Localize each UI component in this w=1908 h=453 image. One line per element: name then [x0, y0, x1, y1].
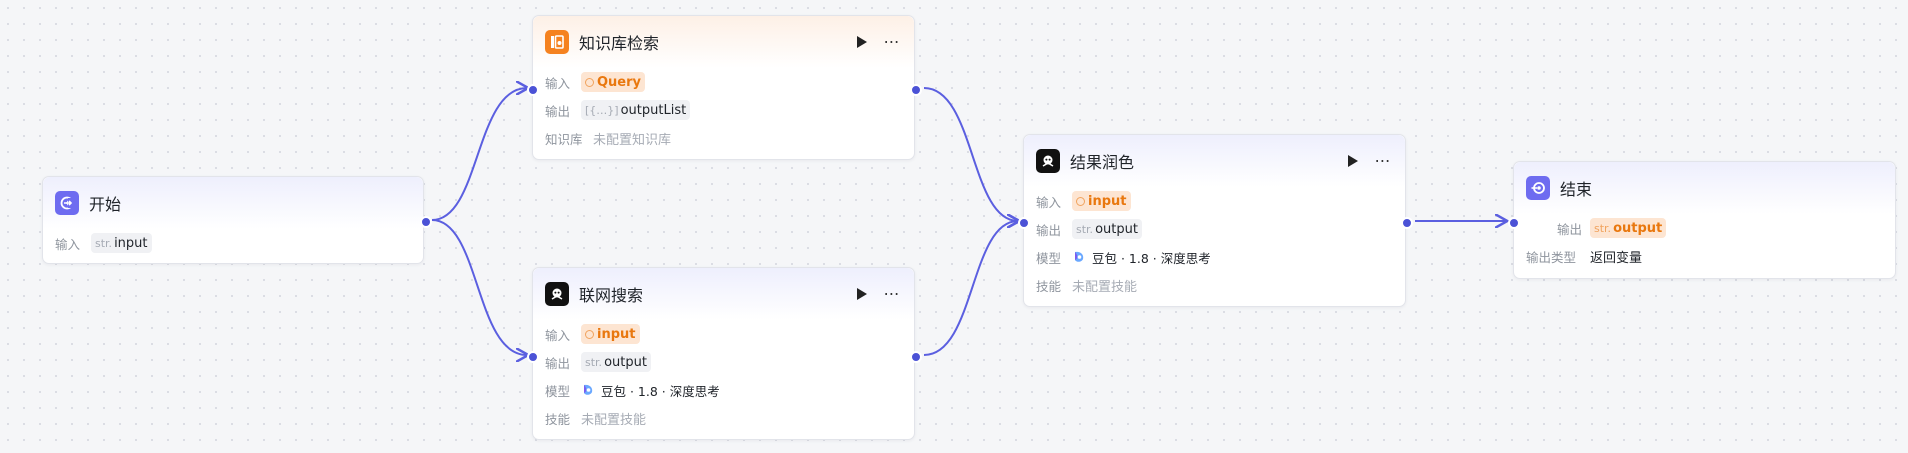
output-variable-chip: [{…}]outputList	[581, 100, 691, 120]
polish-node[interactable]: 结果润色 ⋯ 输入 input 输出 str.output 模型 豆包 · 1.…	[1023, 134, 1406, 307]
knowledge-output-port[interactable]	[910, 84, 922, 96]
end-node-header[interactable]: 结束	[1514, 162, 1895, 214]
input-variable-chip: str.input	[91, 233, 152, 253]
polish-model-row: 模型 豆包 · 1.8 · 深度思考	[1036, 243, 1393, 271]
output-label: 输出	[545, 355, 571, 371]
knowledge-kb-row: 知识库 未配置知识库	[545, 124, 902, 152]
knowledge-node-header[interactable]: 知识库检索 ⋯	[533, 16, 914, 68]
knowledge-node[interactable]: 知识库检索 ⋯ 输入 Query 输出 [{…}]outputList 知识库 …	[532, 15, 915, 160]
agent-icon	[545, 282, 569, 306]
knowledge-base-icon	[545, 30, 569, 54]
output-reference-chip: str.output	[1590, 218, 1667, 238]
edge-knowledge-polish[interactable]	[923, 87, 1018, 221]
input-label: 输入	[545, 75, 571, 91]
reference-icon	[585, 77, 594, 87]
more-options-button[interactable]: ⋯	[883, 284, 901, 303]
input-reference-chip: input	[1072, 191, 1131, 211]
edge-start-knowledge[interactable]	[431, 88, 527, 221]
polish-skill-row: 技能 未配置技能	[1036, 271, 1393, 299]
reference-icon	[585, 329, 594, 339]
output-label: 输出	[545, 103, 571, 119]
knowledge-node-title: 知识库检索	[579, 34, 660, 53]
model-value: 豆包 · 1.8 · 深度思考	[581, 381, 720, 400]
input-reference-chip: input	[581, 324, 640, 344]
websearch-node-header[interactable]: 联网搜索 ⋯	[533, 268, 914, 320]
doubao-model-icon	[1075, 251, 1084, 262]
return-type-value: 返回变量	[1590, 250, 1643, 266]
model-value: 豆包 · 1.8 · 深度思考	[1072, 248, 1211, 267]
polish-input-row: 输入 input	[1036, 187, 1393, 215]
polish-node-title: 结果润色	[1070, 153, 1135, 172]
start-output-port[interactable]	[420, 216, 432, 228]
agent-icon	[1036, 149, 1060, 173]
websearch-input-row: 输入 input	[545, 320, 902, 348]
doubao-model-icon	[584, 384, 593, 395]
websearch-output-row: 输出 str.output	[545, 348, 902, 376]
input-label: 输入	[1036, 194, 1062, 210]
knowledge-input-port[interactable]	[527, 84, 539, 96]
output-variable-chip: str.output	[581, 352, 651, 372]
end-return-type-row: 输出类型 返回变量	[1526, 242, 1883, 270]
end-node-title: 结束	[1560, 180, 1593, 199]
polish-node-header[interactable]: 结果润色 ⋯	[1024, 135, 1405, 187]
input-label: 输入	[55, 236, 81, 252]
output-label: 输出	[1556, 221, 1582, 237]
polish-output-port[interactable]	[1401, 217, 1413, 229]
start-icon	[55, 191, 79, 215]
polish-input-port[interactable]	[1018, 217, 1030, 229]
skill-label: 技能	[1036, 278, 1062, 294]
return-type-label: 输出类型	[1526, 249, 1577, 265]
input-label: 输入	[545, 327, 571, 343]
more-options-button[interactable]: ⋯	[1374, 151, 1392, 170]
skill-value: 未配置技能	[581, 412, 647, 428]
run-button[interactable]	[854, 286, 870, 302]
start-input-row: 输入 str.input	[55, 229, 411, 257]
websearch-node-title: 联网搜索	[579, 286, 644, 305]
start-node[interactable]: 开始 输入 str.input	[42, 176, 424, 264]
websearch-node[interactable]: 联网搜索 ⋯ 输入 input 输出 str.output 模型 豆包 · 1.…	[532, 267, 915, 440]
end-input-port[interactable]	[1508, 217, 1520, 229]
model-label: 模型	[1036, 250, 1062, 266]
websearch-model-row: 模型 豆包 · 1.8 · 深度思考	[545, 376, 902, 404]
end-output-row: 输出 str.output	[1526, 214, 1883, 242]
websearch-skill-row: 技能 未配置技能	[545, 404, 902, 432]
polish-output-row: 输出 str.output	[1036, 215, 1393, 243]
end-icon	[1526, 176, 1550, 200]
knowledge-output-row: 输出 [{…}]outputList	[545, 96, 902, 124]
run-button[interactable]	[1345, 153, 1361, 169]
reference-icon	[1076, 196, 1085, 206]
knowledge-base-value: 未配置知识库	[593, 132, 672, 148]
end-node[interactable]: 结束 输出 str.output 输出类型 返回变量	[1513, 161, 1896, 279]
play-icon	[857, 36, 867, 48]
output-label: 输出	[1036, 222, 1062, 238]
model-label: 模型	[545, 383, 571, 399]
knowledge-input-row: 输入 Query	[545, 68, 902, 96]
play-icon	[857, 288, 867, 300]
start-node-header[interactable]: 开始	[43, 177, 423, 229]
run-button[interactable]	[854, 34, 870, 50]
more-options-button[interactable]: ⋯	[883, 32, 901, 51]
output-variable-chip: str.output	[1072, 219, 1142, 239]
knowledge-base-label: 知识库	[545, 131, 583, 147]
start-node-title: 开始	[89, 195, 122, 214]
skill-value: 未配置技能	[1072, 279, 1138, 295]
play-icon	[1348, 155, 1358, 167]
input-reference-chip: Query	[581, 72, 646, 92]
skill-label: 技能	[545, 411, 571, 427]
edge-start-websearch[interactable]	[431, 219, 527, 355]
edge-websearch-polish[interactable]	[923, 221, 1018, 356]
websearch-output-port[interactable]	[910, 351, 922, 363]
websearch-input-port[interactable]	[527, 351, 539, 363]
